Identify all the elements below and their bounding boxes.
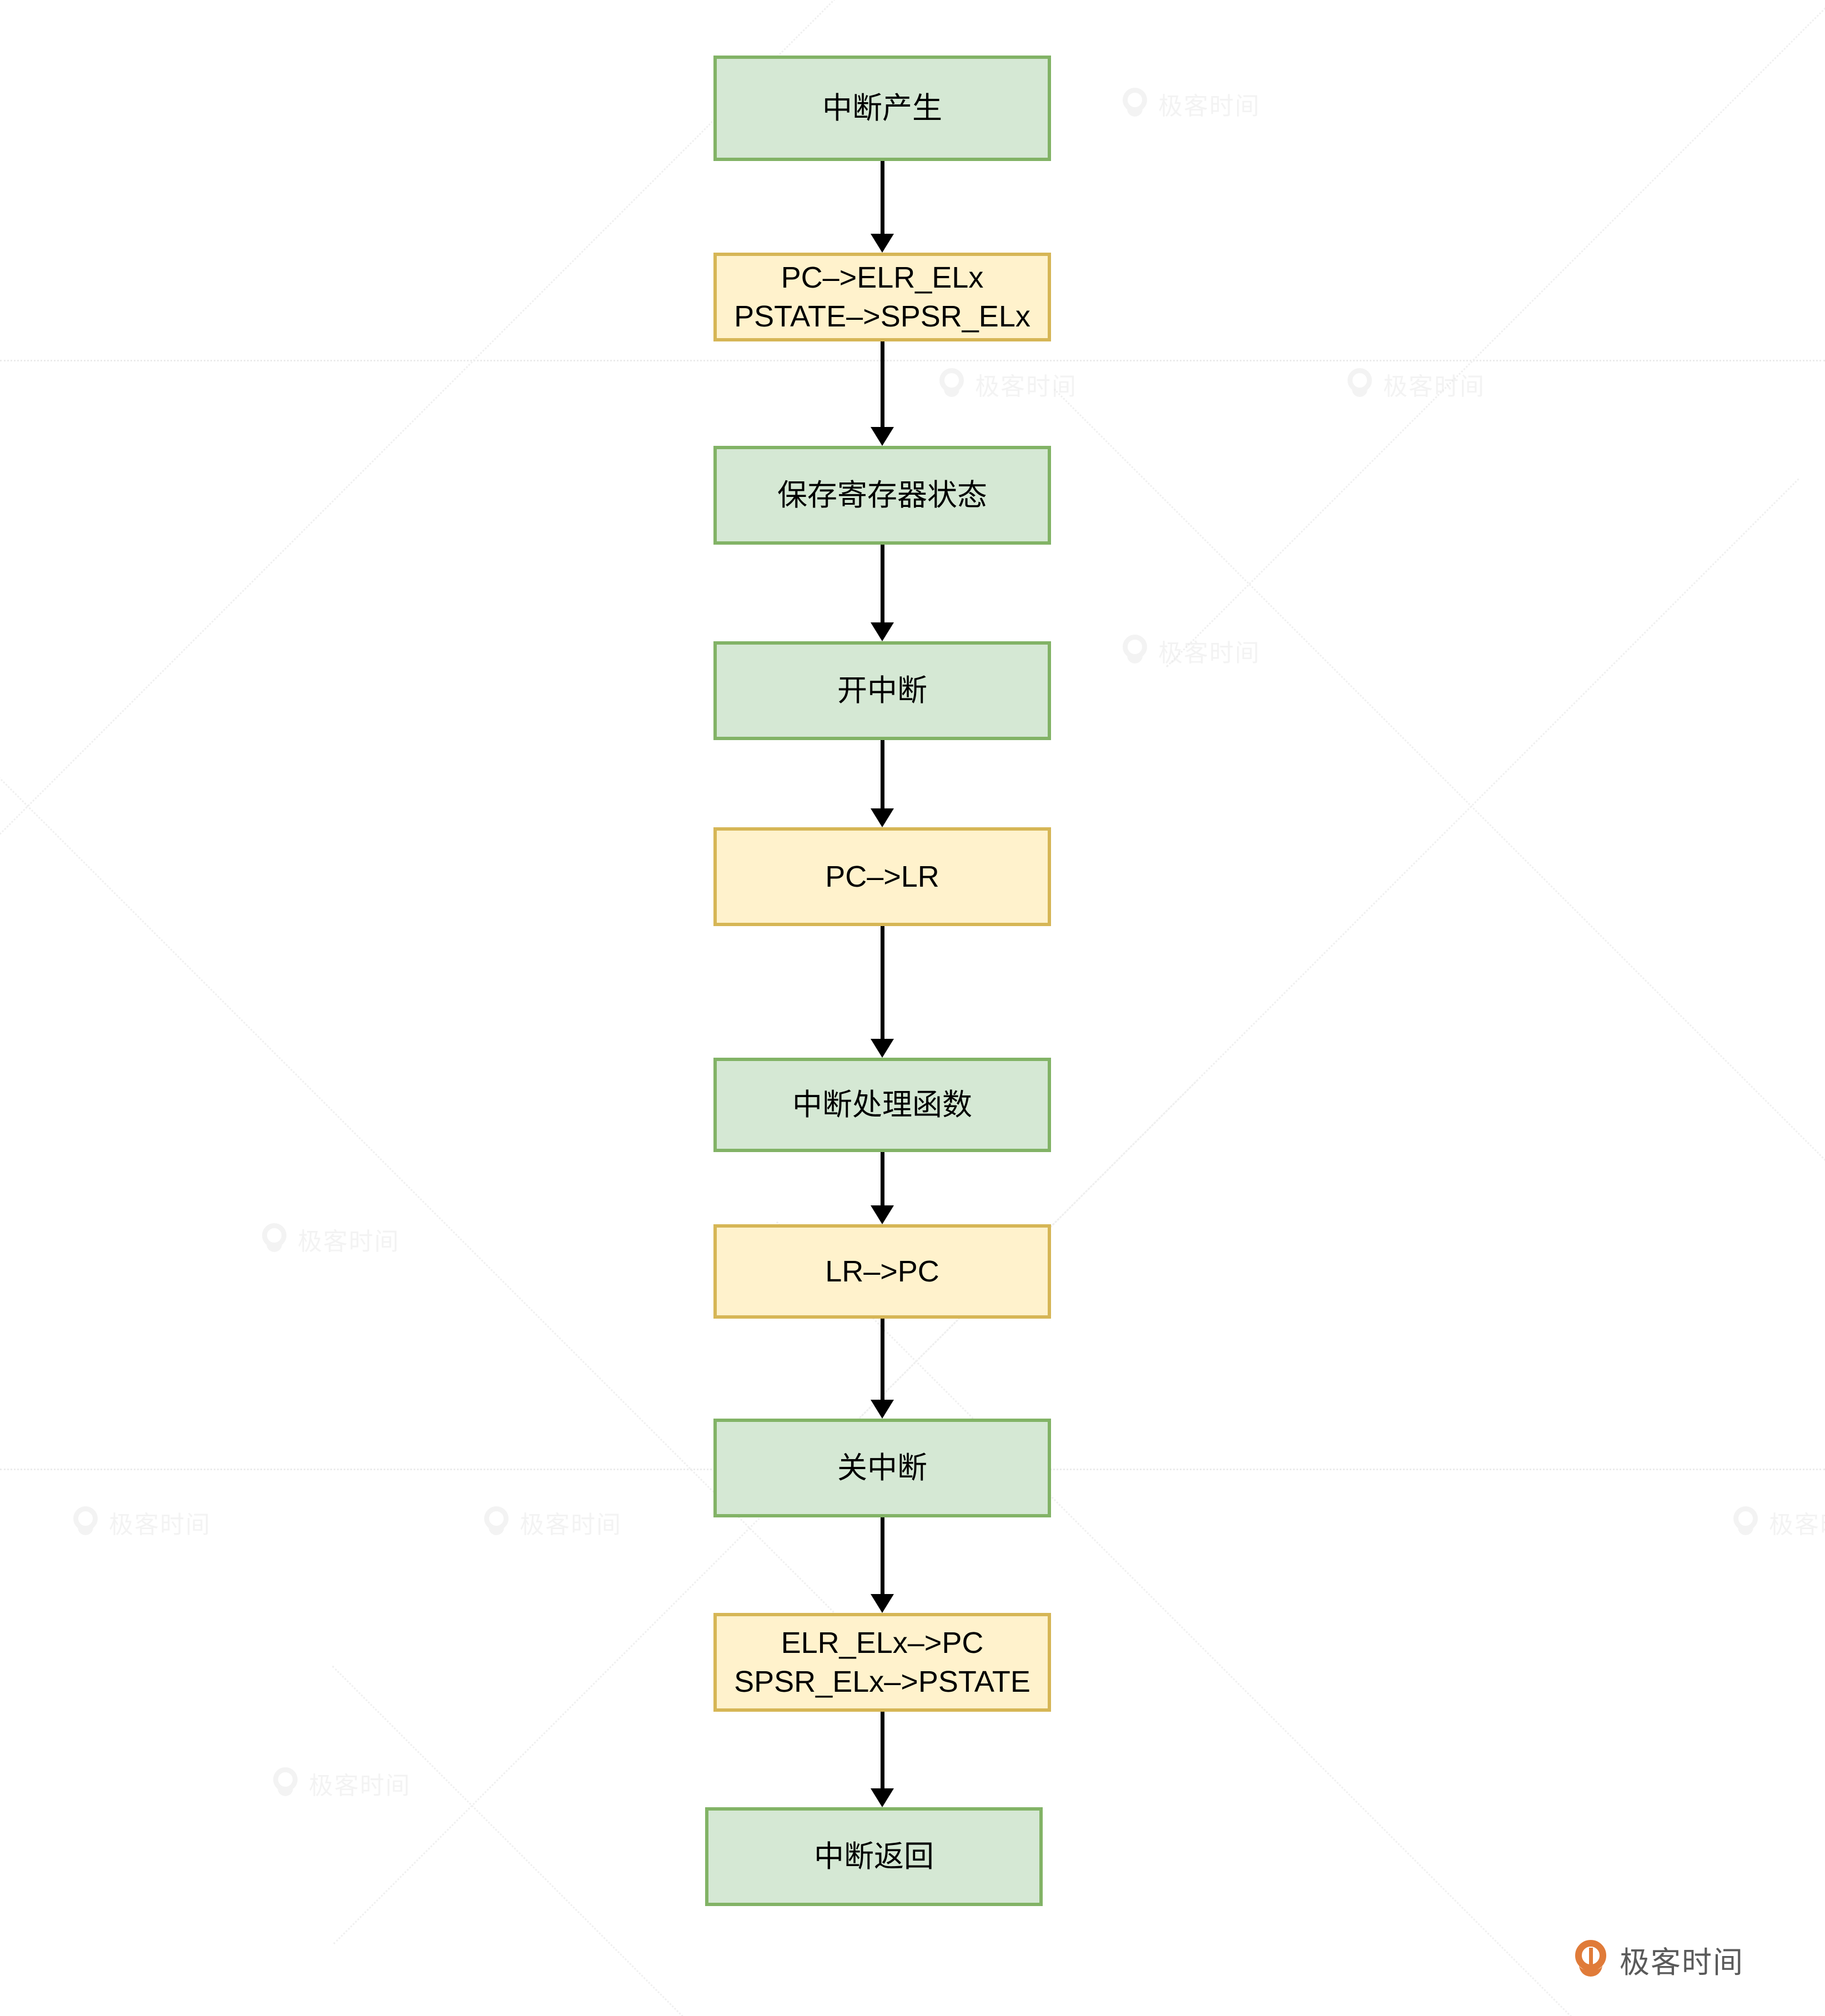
arrow-line (880, 1152, 884, 1208)
arrow-head-icon (871, 1594, 894, 1613)
flow-node-label-line1: PC–>ELR_ELx (781, 260, 984, 294)
arrow-line (880, 161, 884, 236)
flow-node-label: 中断返回 (811, 1837, 937, 1876)
flow-arrow (860, 1712, 904, 1807)
flow-arrow (860, 740, 904, 827)
flow-node-label: 保存寄存器状态 (774, 476, 991, 515)
flow-node-label: 中断处理函数 (789, 1085, 976, 1124)
flow-arrow (860, 1319, 904, 1419)
flow-arrow (860, 341, 904, 446)
flow-node-label: PC–>LR (822, 857, 943, 896)
flow-node-n8[interactable]: 关中断 (713, 1419, 1051, 1517)
flow-node-label-line2: PSTATE–>SPSR_ELx (734, 300, 1030, 333)
flow-node-label-line1: 保存寄存器状态 (777, 478, 987, 512)
arrow-line (880, 740, 884, 811)
flow-node-n6[interactable]: 中断处理函数 (713, 1058, 1051, 1152)
flow-node-n10[interactable]: 中断返回 (705, 1807, 1043, 1906)
arrow-head-icon (871, 808, 894, 827)
arrow-line (880, 1517, 884, 1596)
flow-node-n9[interactable]: ELR_ELx–>PC SPSR_ELx–>PSTATE (713, 1613, 1051, 1712)
flow-node-n3[interactable]: 保存寄存器状态 (713, 446, 1051, 545)
arrow-line (880, 1319, 884, 1402)
geektime-logo-icon (1574, 1939, 1610, 1980)
arrow-line (880, 1712, 884, 1791)
brand-name: 极客时间 (1620, 1945, 1744, 1980)
flow-node-label-line1: 中断处理函数 (792, 1088, 972, 1122)
flow-node-label-line2: SPSR_ELx–>PSTATE (734, 1665, 1030, 1698)
flow-node-label-line1: 中断返回 (814, 1839, 934, 1873)
arrow-line (880, 545, 884, 625)
flow-arrow (860, 1517, 904, 1613)
flow-node-label: ELR_ELx–>PC SPSR_ELx–>PSTATE (731, 1623, 1034, 1701)
flow-node-label-line1: 开中断 (837, 673, 927, 707)
arrow-head-icon (871, 622, 894, 641)
arrow-line (880, 341, 884, 429)
arrow-head-icon (871, 234, 894, 253)
flow-node-label-line1: ELR_ELx–>PC (781, 1626, 984, 1660)
flow-node-n1[interactable]: 中断产生 (713, 56, 1051, 161)
flow-node-label: 中断产生 (819, 89, 946, 128)
arrow-head-icon (871, 1788, 894, 1807)
arrow-head-icon (871, 1205, 894, 1224)
flow-node-label-line1: PC–>LR (825, 859, 939, 893)
flow-node-n4[interactable]: 开中断 (713, 641, 1051, 740)
flow-arrow (860, 161, 904, 253)
arrow-head-icon (871, 1400, 894, 1419)
flow-node-label: LR–>PC (822, 1252, 943, 1291)
flow-arrow (860, 1152, 904, 1224)
flow-arrow (860, 545, 904, 641)
flow-node-label: 开中断 (834, 671, 931, 710)
flow-arrow (860, 926, 904, 1058)
flow-node-label: 关中断 (834, 1449, 931, 1487)
flow-node-label-line1: 关中断 (837, 1451, 927, 1485)
arrow-line (880, 926, 884, 1041)
flow-node-label-line1: 中断产生 (822, 91, 942, 125)
flow-node-n5[interactable]: PC–>LR (713, 827, 1051, 926)
flow-node-n7[interactable]: LR–>PC (713, 1224, 1051, 1319)
arrow-head-icon (871, 427, 894, 446)
flow-node-label-line1: LR–>PC (825, 1254, 939, 1288)
arrow-head-icon (871, 1039, 894, 1058)
brand-watermark: 极客时间 (1574, 1938, 1744, 1982)
